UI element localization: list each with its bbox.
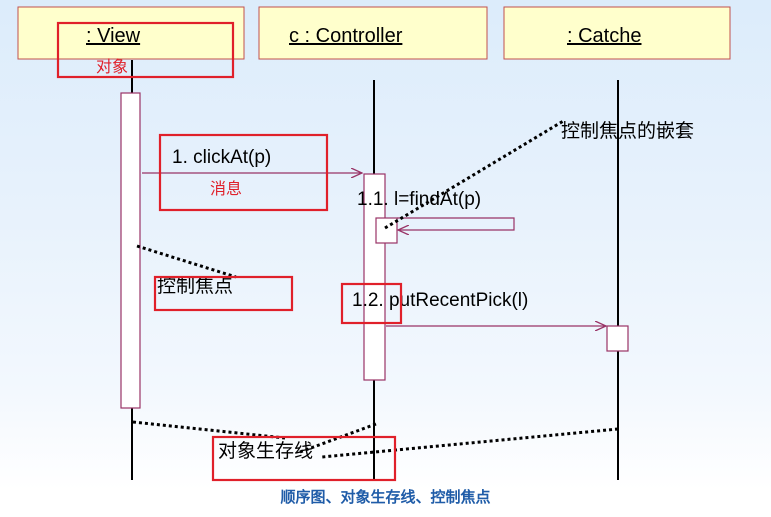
object-annotation: 对象	[96, 57, 128, 76]
controller-nested-activation	[375, 217, 398, 244]
controller-object-label: c : Controller	[289, 25, 403, 47]
sequence-number-callout-box	[340, 282, 403, 325]
view-object-box	[17, 6, 245, 60]
focus-of-control-annotation: 控制焦点	[157, 275, 233, 297]
nested-focus-connector	[384, 118, 566, 230]
lifeline-connector-left	[132, 420, 286, 440]
view-activation-bar	[120, 92, 141, 409]
controller-object-box	[258, 6, 488, 60]
nested-focus-annotation: 控制焦点的嵌套	[561, 120, 694, 142]
lifeline-annotation: 对象生存线	[218, 440, 313, 462]
sequence-diagram: : View c : Controller : Catche 1. clickA…	[17, 6, 731, 482]
lifeline-connector-middle	[299, 422, 377, 454]
message-callout-box	[158, 133, 329, 212]
catche-object-box	[503, 6, 731, 60]
view-object-label: : View	[86, 25, 141, 47]
focus-of-control-connector	[136, 244, 237, 279]
lifeline-callout-box	[211, 435, 397, 482]
message-click-at-label: 1. clickAt(p)	[172, 147, 271, 168]
catche-activation-bar	[606, 325, 629, 352]
message-annotation: 消息	[210, 179, 242, 198]
message-find-at-label: 1.1. l=findAt(p)	[357, 189, 481, 210]
diagram-caption: 顺序图、对象生存线、控制焦点	[280, 488, 491, 506]
catche-object-label: : Catche	[567, 25, 641, 47]
message-find-at-arrow	[397, 217, 515, 230]
message-put-recent-pick-label: 1.2. putRecentPick(l)	[352, 290, 528, 311]
focus-of-control-callout-box	[153, 275, 294, 312]
object-callout-box	[56, 21, 235, 79]
lifeline-connector-right	[321, 427, 619, 459]
